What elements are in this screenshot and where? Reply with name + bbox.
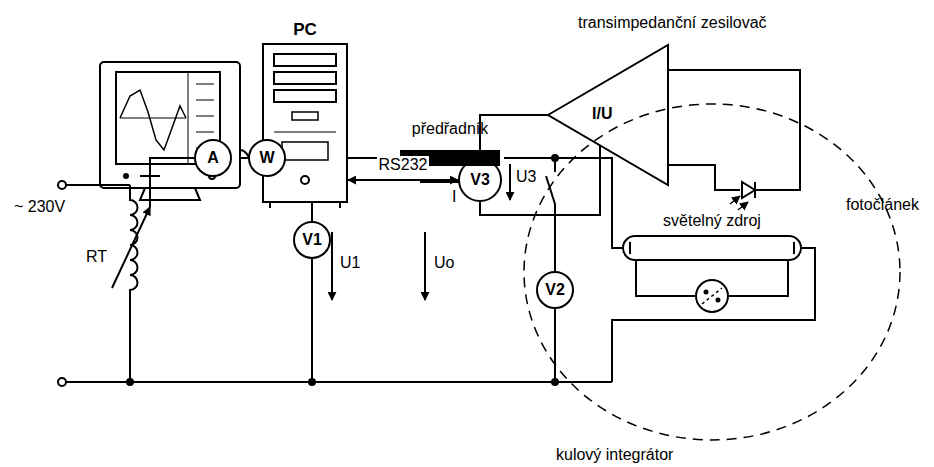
mains-wiring: [66, 381, 612, 383]
wire-connector: [348, 179, 458, 181]
monitor-icon: [120, 90, 186, 150]
line-shape: [274, 132, 336, 133]
sphere-outline: [524, 104, 900, 440]
photodiode-symbol: [738, 202, 748, 210]
wire-connector: [504, 158, 622, 248]
lamp-tube: [623, 236, 801, 312]
photodiode-symbol: [754, 182, 756, 198]
mains-wiring: [150, 158, 194, 207]
computer-tower: PC: [262, 20, 348, 204]
rect-shape: [274, 90, 336, 102]
node-label: W: [259, 149, 274, 167]
annotation-label: fotočlánek: [846, 196, 919, 214]
monitor-icon: [196, 116, 214, 117]
meter-wiring: [311, 259, 313, 382]
photodiode-symbol: [730, 182, 755, 210]
amplifier-triangle: I/U: [548, 45, 668, 185]
amplifier-wiring: [668, 165, 740, 190]
photodiode-symbol: [742, 182, 755, 198]
rect-shape: [623, 236, 801, 260]
polyline-shape: [636, 260, 696, 296]
annotation-label: I: [452, 188, 456, 206]
line-shape: [793, 242, 795, 254]
switch-symbol: [554, 309, 556, 382]
mains-wiring: [130, 185, 138, 382]
monitor-icon: [100, 62, 263, 200]
annotation-label: ~ 230V: [14, 198, 65, 216]
circle-shape: [705, 291, 708, 294]
line-shape: [702, 288, 722, 304]
monitor-icon: [100, 62, 240, 188]
annotation-label: Uo: [434, 254, 454, 272]
edge-label: RS232: [377, 156, 430, 174]
line-shape: [629, 242, 631, 254]
node-label: kulový integrátor: [556, 446, 673, 464]
meter-wiring: [424, 232, 426, 300]
ammeter-symbol: A: [194, 139, 232, 177]
line-shape: [269, 202, 271, 208]
mains-wiring: [58, 378, 66, 386]
rect-shape: [282, 142, 328, 160]
photodiode-symbol: [730, 196, 740, 204]
mains-wiring: [127, 379, 133, 385]
meter-wiring: [331, 232, 333, 300]
mains-wiring: [66, 184, 130, 186]
node-label: I/U: [592, 105, 612, 123]
lamp-wiring: [612, 248, 815, 382]
mains-wiring: [112, 207, 150, 288]
line-shape: [339, 202, 341, 208]
amplifier-wiring: [668, 70, 800, 190]
switch-symbol: [552, 379, 558, 385]
monitor-icon: [124, 174, 128, 178]
monitor-icon: [196, 84, 214, 85]
monitor-icon: [196, 100, 214, 101]
annotation-label: transimpedanční zesilovač: [578, 14, 767, 32]
node-label: V2: [545, 281, 565, 299]
node-label: světelný zdroj: [622, 212, 802, 230]
node-label: předřadník: [396, 120, 504, 138]
integrating-sphere: kulový integrátor světelný zdroj: [520, 100, 905, 466]
polyline-shape: [728, 260, 788, 296]
node-label: A: [207, 149, 219, 167]
node-label: V1: [302, 231, 322, 249]
tower-icon: [263, 44, 347, 208]
fluorescent-lamp: světelný zdroj: [622, 212, 802, 310]
switch-symbol: [554, 158, 556, 172]
monitor-icon: [120, 118, 186, 119]
monitor-icon: [196, 132, 214, 133]
amplifier-wiring: [509, 164, 511, 200]
rect-shape: [292, 112, 318, 120]
voltmeter-symbol: V2: [536, 271, 574, 309]
voltmeter-symbol: V1: [293, 221, 331, 259]
amplifier-outline: [548, 45, 668, 185]
rect-shape: [274, 72, 336, 84]
rect-shape: [274, 54, 336, 66]
node-label: V3: [470, 171, 490, 189]
wattmeter-symbol: W: [248, 139, 286, 177]
monitor-icon: [188, 72, 189, 164]
rect-shape: [263, 44, 347, 202]
lamp-wiring: [612, 248, 815, 382]
circle-shape: [717, 299, 720, 302]
computer-tower-outline: [262, 20, 348, 204]
mains-wiring: [58, 181, 66, 189]
annotation-label: U1: [340, 254, 360, 272]
switch-symbol: [546, 176, 555, 204]
circle-shape: [301, 176, 309, 184]
annotation-label: RT: [86, 248, 107, 266]
circle-shape: [696, 280, 728, 312]
node-label: PC: [262, 20, 348, 40]
annotation-label: U3: [516, 168, 536, 186]
